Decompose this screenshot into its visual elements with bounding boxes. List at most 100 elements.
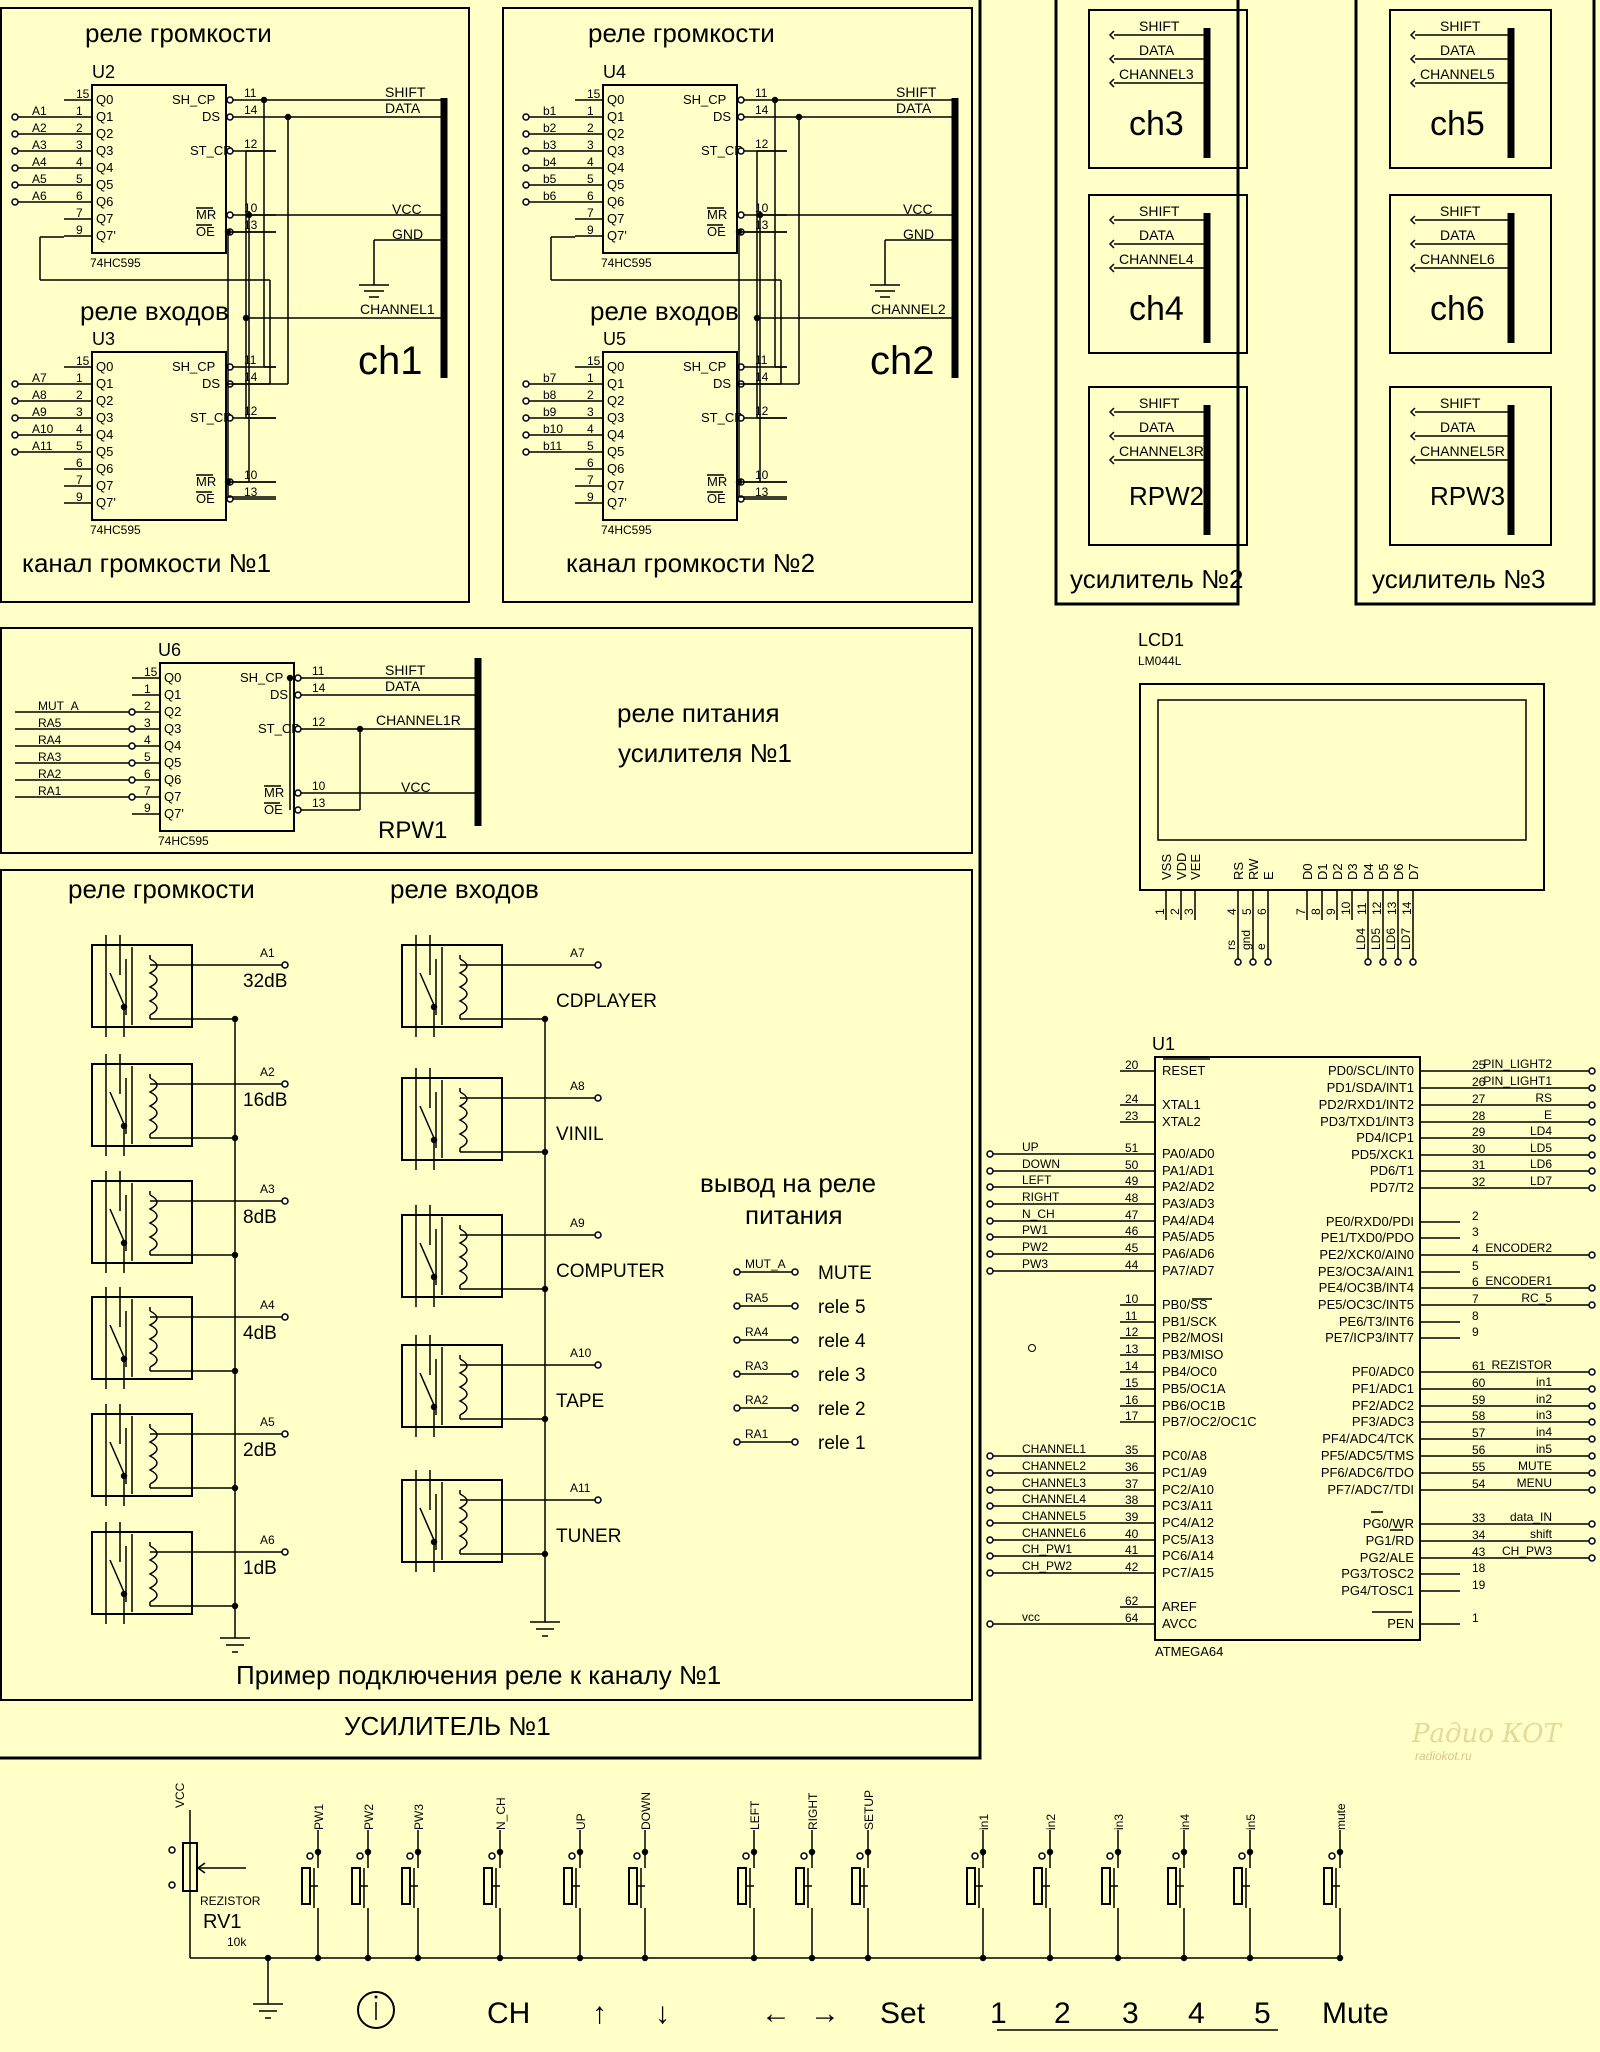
pin-name: Q4: [96, 160, 113, 175]
pin-name: Q0: [164, 670, 181, 685]
vcc-label: VCC: [173, 1782, 187, 1808]
button-caption: Mute: [1322, 1997, 1389, 2030]
pin-number: 4: [587, 155, 594, 169]
mcu-pin-name: PE6/T3/INT6: [1339, 1314, 1414, 1329]
net-terminal: [986, 1250, 994, 1258]
arrow: [1108, 239, 1115, 249]
mcu-net: PW1: [1022, 1223, 1048, 1237]
mcu-pin-number: 47: [1125, 1208, 1139, 1222]
net-label: CHANNEL5R: [1420, 443, 1505, 459]
pin-name: SH_CP: [683, 359, 726, 374]
input-net: A8: [32, 388, 47, 402]
lcd-outline: [1139, 683, 1545, 891]
input-net: b10: [543, 422, 563, 436]
mcu-pin-name: AVCC: [1162, 1616, 1197, 1631]
net-gnd: GND: [903, 226, 934, 242]
mcu-pin-number: 5: [1472, 1259, 1479, 1273]
junction-dot: [1114, 1954, 1122, 1962]
net-terminal: [986, 1519, 994, 1527]
junction-dot: [314, 1848, 322, 1856]
arrow: [1409, 30, 1416, 40]
pin-name: Q2: [607, 393, 624, 408]
mcu-pin-number: 51: [1125, 1141, 1139, 1155]
pin-number: 3: [76, 405, 83, 419]
pin-clock-mark: [294, 691, 302, 699]
amplifier-channel-box: [1389, 386, 1552, 546]
chip-u4: Q015Q11b1Q22b2Q33b3Q44b4Q55b5Q66b6Q77Q7'…: [522, 84, 787, 270]
net-label: SHIFT: [1440, 18, 1481, 34]
pin-number: 5: [144, 750, 151, 764]
junction-dot: [808, 1848, 816, 1856]
mcu-pin-number: 31: [1472, 1158, 1486, 1172]
relay-body: [91, 1296, 193, 1380]
relay-net: A9: [570, 1216, 585, 1230]
junction-dot: [224, 228, 232, 236]
relay-body: [91, 1531, 193, 1615]
button-body: [301, 1867, 311, 1905]
pin-name: ST_CP: [190, 143, 232, 158]
net-terminal: [1588, 1067, 1596, 1075]
channel-big-label: RPW3: [1430, 481, 1505, 511]
mcu-pin-number: 23: [1125, 1109, 1139, 1123]
input-net: RA1: [38, 784, 62, 798]
mcu-net: PIN_LIGHT1: [1483, 1074, 1552, 1088]
pin-clock-mark: [737, 113, 745, 121]
junction-dot: [753, 314, 761, 322]
mcu-net: PW2: [1022, 1240, 1048, 1254]
chip-ref-u6: U6: [158, 640, 181, 660]
pin-name: MR: [707, 207, 727, 222]
amplifier1-label: УСИЛИТЕЛЬ №1: [344, 1711, 551, 1741]
relay-net-terminal: [594, 1094, 602, 1102]
relay-contact: [419, 972, 435, 1006]
input-net: A7: [32, 371, 47, 385]
pin-number: 5: [76, 172, 83, 186]
relay-contact: [109, 1091, 125, 1125]
button-body: [795, 1867, 805, 1905]
button-body: [563, 1867, 573, 1905]
relay-body: [401, 1479, 503, 1563]
pin-name: Q4: [607, 160, 624, 175]
mcu-pin-name: PE3/OC3A/AIN1: [1318, 1264, 1414, 1279]
lcd-pin-number: 14: [1400, 901, 1414, 915]
net-terminal: [1588, 1284, 1596, 1292]
junction-dot: [356, 725, 364, 733]
junction-dot: [979, 1954, 987, 1962]
net-terminal: [986, 1502, 994, 1510]
pin-clock-mark: [226, 211, 234, 219]
lcd-pin-number: 12: [1370, 901, 1384, 915]
junction-dot: [364, 1848, 372, 1856]
pin-number: 3: [587, 138, 594, 152]
pot-plus: [168, 1846, 176, 1854]
button-net: PW2: [362, 1804, 376, 1830]
mcu-net: CH_PW2: [1022, 1559, 1072, 1573]
relay-net: A11: [570, 1481, 591, 1495]
relay-contact: [109, 1441, 125, 1475]
mcu-pin-number: 32: [1472, 1175, 1486, 1189]
input-net: b11: [543, 439, 562, 453]
net-label: SHIFT: [1139, 203, 1180, 219]
pin-name: OE: [707, 491, 726, 506]
junction-dot: [864, 1954, 872, 1962]
button-caption: 3: [1122, 1997, 1139, 2030]
button-mark: [800, 1852, 808, 1860]
junction-dot: [260, 96, 268, 104]
net-terminal: [986, 1167, 994, 1175]
pin-name: Q5: [607, 177, 624, 192]
button-net: PW1: [312, 1804, 326, 1830]
title-input-relays: реле входов: [390, 874, 539, 904]
net-terminal: [986, 1183, 994, 1191]
relay-label: 16dB: [243, 1090, 287, 1111]
relay-contact: [109, 1324, 125, 1358]
mcu-pin-name: PF5/ADC5/TMS: [1321, 1448, 1415, 1463]
mcu-pin-name: PE0/RXD0/PDI: [1326, 1214, 1414, 1229]
mcu-net: DOWN: [1022, 1157, 1060, 1171]
mcu-pin-name: PA7/AD7: [1162, 1263, 1215, 1278]
channel2-block: реле громкости реле входов U4 U5 Q015Q11…: [522, 18, 959, 578]
mcu-pin-number: 26: [1472, 1075, 1486, 1089]
junction-dot: [576, 1954, 584, 1962]
power-terminal: [733, 1404, 741, 1412]
chip-part: 74HC595: [90, 256, 141, 270]
lcd-model: LM044L: [1138, 654, 1182, 668]
pin-name: OE: [196, 491, 215, 506]
channel-big-label: ch1: [358, 339, 423, 383]
